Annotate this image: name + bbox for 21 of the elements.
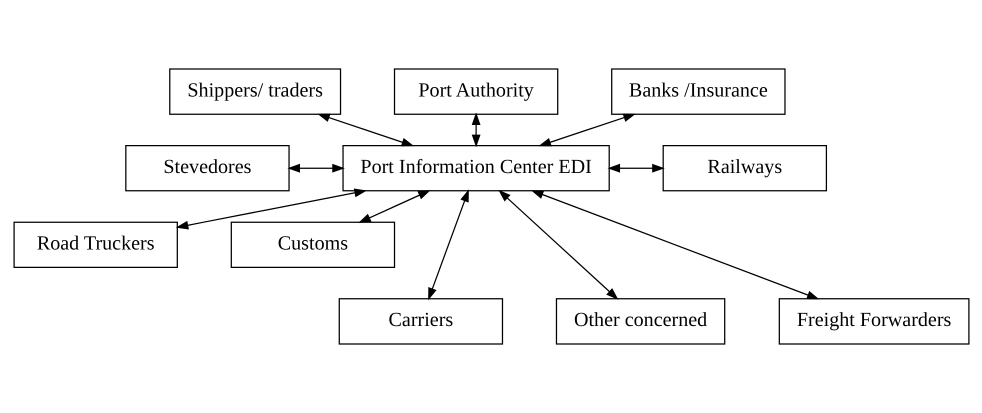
node-box: Road Truckers bbox=[12, 222, 178, 268]
node-box: Stevedores bbox=[124, 144, 290, 192]
arrow bbox=[538, 114, 636, 146]
node-box: Other concerned bbox=[555, 298, 725, 345]
node-box: Customs bbox=[230, 222, 395, 268]
arrow bbox=[498, 190, 618, 300]
arrow bbox=[175, 188, 366, 230]
node-box: Railways bbox=[662, 144, 827, 192]
arrow bbox=[358, 190, 430, 223]
arrow bbox=[530, 190, 819, 300]
node-box: Port Information Center EDI bbox=[342, 144, 610, 192]
arrow bbox=[286, 164, 344, 173]
node-box: Banks /Insurance bbox=[610, 68, 786, 115]
node-box: Freight Forwarders bbox=[778, 298, 970, 345]
node-box: Port Authority bbox=[393, 68, 558, 115]
node-box: Shippers/ traders bbox=[168, 68, 341, 115]
node-box: Carriers bbox=[338, 298, 503, 345]
arrow bbox=[316, 114, 414, 146]
arrow bbox=[471, 112, 480, 148]
arrow bbox=[607, 164, 664, 173]
arrow bbox=[428, 189, 468, 300]
